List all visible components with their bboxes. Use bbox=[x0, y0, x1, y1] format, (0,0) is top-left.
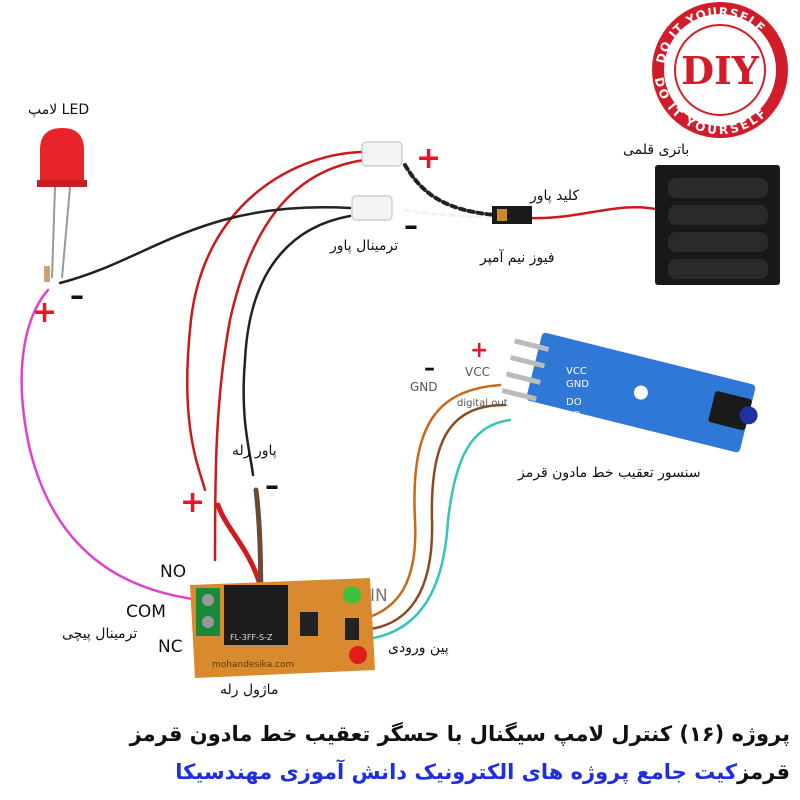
fuse-label: فیوز نیم آمپر bbox=[480, 250, 555, 266]
led-lamp-label: لامپ LED bbox=[28, 102, 90, 118]
board-label-ao: AO bbox=[566, 410, 581, 421]
plus-sign-terminal: + bbox=[416, 141, 442, 176]
project-title: پروژه (۱۶) کنترل لامپ سیگنال با حسگر تعق… bbox=[129, 722, 790, 746]
pin-no-label: NO bbox=[160, 562, 187, 582]
minus-sign-led: – bbox=[70, 279, 84, 312]
black-wire-to-relay bbox=[242, 214, 352, 477]
kit-subtitle-text: کیت جامع پروژه های الکترونیک دانش آموزی … bbox=[175, 760, 738, 784]
input-pins-label: پین ورودی bbox=[388, 640, 449, 656]
board-label-gnd: GND bbox=[566, 379, 589, 390]
gnd-label: GND bbox=[410, 380, 438, 394]
vcc-label: VCC bbox=[465, 365, 490, 379]
minus-sign-terminal: – bbox=[404, 209, 418, 242]
battery-holder bbox=[655, 165, 780, 285]
orange-wire-gnd bbox=[358, 383, 502, 622]
ir-sensor-board bbox=[501, 332, 758, 453]
kit-subtitle: قرمزکیت جامع پروژه های الکترونیک دانش آم… bbox=[0, 760, 790, 784]
pin-com-label: COM bbox=[126, 602, 166, 622]
pin-in-label: IN bbox=[370, 586, 388, 606]
screw-terminal-label: ترمینال پیچی bbox=[62, 626, 138, 642]
twisted-pair-b bbox=[403, 208, 497, 220]
diy-badge bbox=[652, 2, 788, 138]
board-label-vcc: VCC bbox=[566, 366, 587, 377]
led-lamp bbox=[37, 128, 87, 282]
sensor-label: سنسور تعقیب خط مادون قرمز bbox=[518, 465, 701, 481]
relay-module-label: ماژول رله bbox=[220, 682, 279, 698]
relay-part-number: FL-3FF-S-Z bbox=[230, 633, 273, 642]
digital-out-label: digital out bbox=[457, 398, 508, 409]
power-switch-label: کلید پاور bbox=[530, 188, 580, 204]
switch-to-battery-wire bbox=[528, 206, 662, 220]
pink-wire-led-to-com bbox=[20, 288, 202, 602]
badge-center-text: DIY bbox=[681, 48, 760, 93]
minus-sign-sensor: – bbox=[424, 356, 435, 381]
kit-subtitle-suffix: قرمز bbox=[737, 760, 790, 784]
twisted-pair bbox=[403, 163, 497, 217]
plus-sign-led: + bbox=[32, 295, 58, 330]
cyan-wire-digital-out bbox=[358, 418, 512, 642]
minus-sign-relay: – bbox=[265, 469, 279, 502]
power-switch bbox=[492, 206, 532, 224]
red-wire-to-relay bbox=[186, 150, 367, 492]
board-label-do: DO bbox=[566, 397, 582, 408]
battery-holder-label: باتری قلمی bbox=[623, 142, 690, 158]
plus-sign-relay: + bbox=[180, 485, 206, 520]
relay-module bbox=[190, 578, 375, 678]
power-terminal-top bbox=[351, 141, 403, 221]
relay-power-label: پاور رله bbox=[232, 443, 277, 459]
wires bbox=[20, 150, 662, 663]
relay-brand: mohandesika.com bbox=[212, 660, 294, 670]
pin-nc-label: NC bbox=[158, 637, 183, 657]
black-wire-led-minus bbox=[58, 206, 352, 285]
power-terminal-label: ترمینال پاور bbox=[330, 238, 399, 254]
plus-sign-sensor: + bbox=[470, 338, 489, 363]
brown-wire-vcc bbox=[358, 403, 507, 632]
red-wire-to-led bbox=[213, 158, 367, 562]
